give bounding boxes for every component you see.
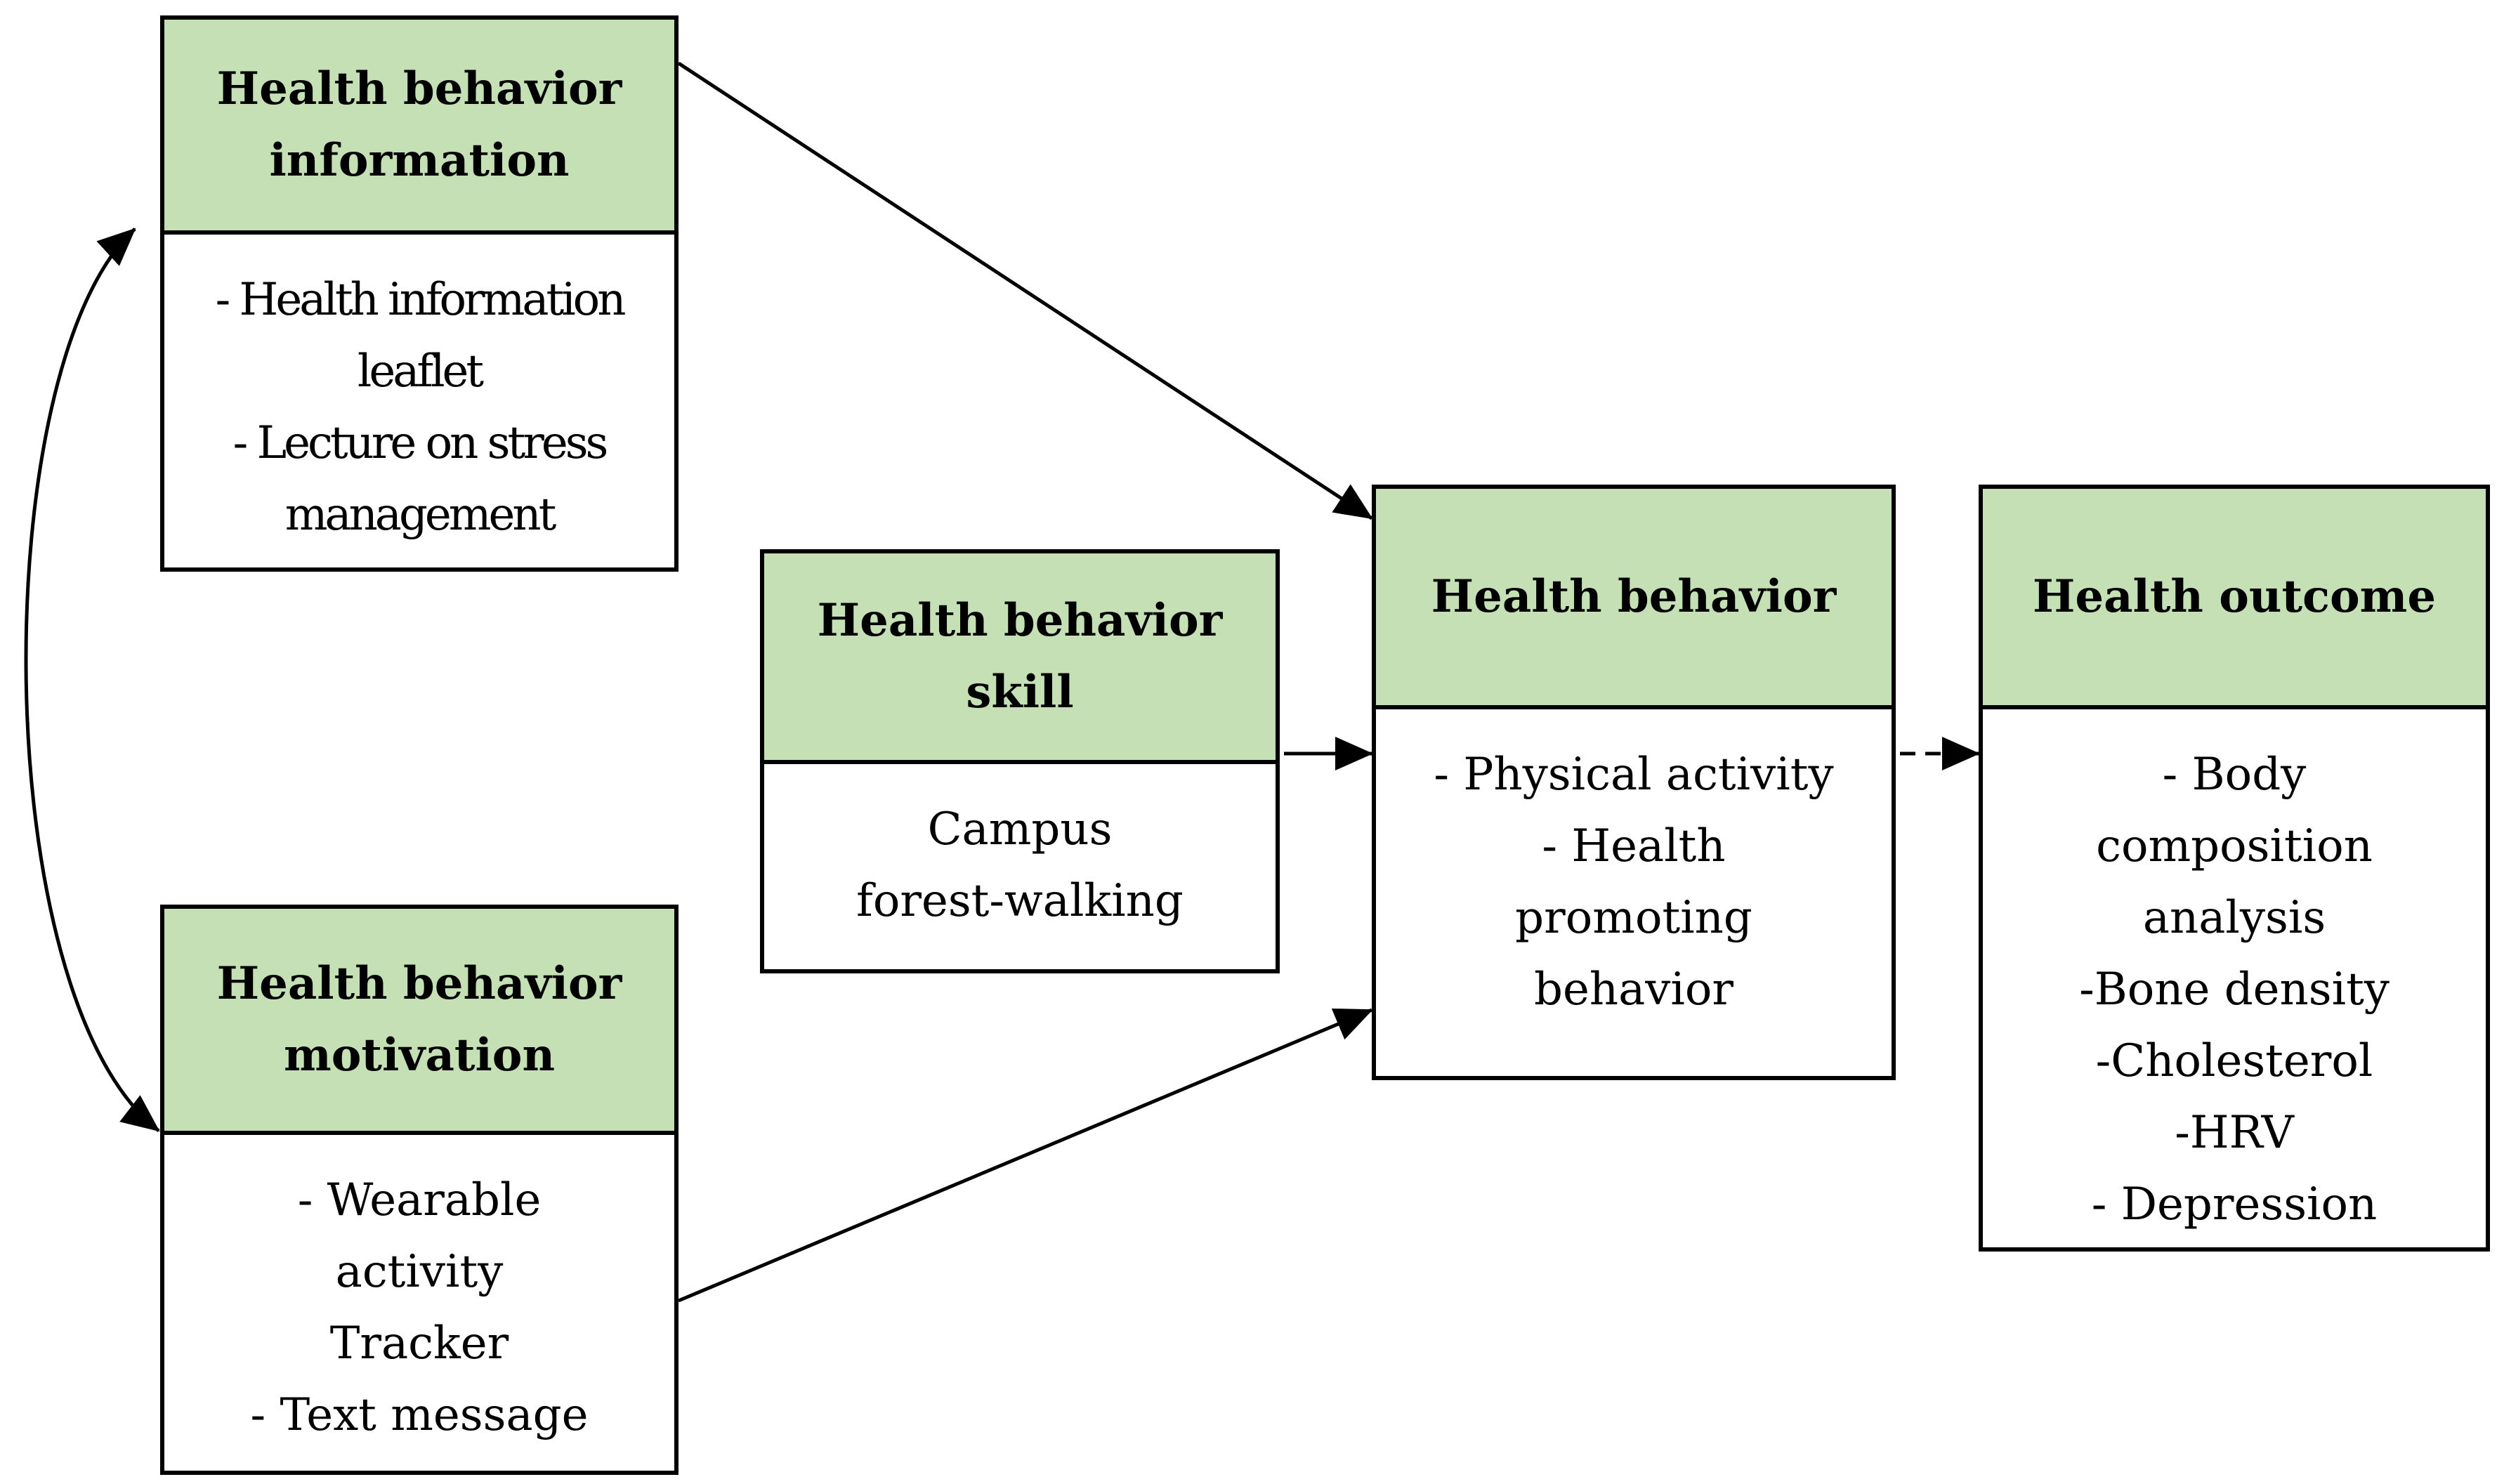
box-health-behavior: Health behavior - Physical activity - He… [1372,485,1896,1080]
box-item-line: - Physical activity [1434,749,1834,801]
box-health-behavior-skill: Health behavior skill Campus forest-walk… [760,549,1280,973]
box-item-line: - Health information [215,274,627,326]
box-health-outcome: Health outcome - Body composition analys… [1979,485,2490,1252]
box-item-line: - Wearable [297,1174,542,1226]
box-header: Health behavior motivation [164,909,674,1135]
box-item-line: Tracker [329,1318,509,1370]
box-item-line: management [284,489,557,541]
box-header: Health behavior [1376,489,1892,709]
box-body: - Health information leaflet - Lecture o… [164,235,674,567]
box-item-line: - Text message [250,1389,589,1441]
box-header: Health behavior skill [764,553,1276,764]
box-item-line: forest-walking [856,875,1184,927]
box-header: Health outcome [1983,489,2486,709]
box-item-line: behavior [1534,964,1733,1016]
box-item-line: Campus [927,803,1113,855]
arrow-information-motivation-bidirectional [24,228,160,1132]
box-body: - Physical activity - Health promoting b… [1376,709,1892,1076]
box-title-line: Health behavior [1431,570,1837,623]
box-item-line: - Depression [2091,1178,2378,1230]
box-item-line: -HRV [2175,1107,2294,1159]
box-item-line: - Body [2162,749,2307,801]
arrow-information-to-behavior [677,61,1373,520]
box-health-behavior-information: Health behavior information - Health inf… [160,15,679,572]
box-title-line: Health behavior [817,594,1223,647]
box-item-line: -Bone density [2079,964,2390,1016]
box-item-line: -Cholesterol [2095,1035,2373,1087]
box-title-line: Health behavior [216,957,622,1010]
box-health-behavior-motivation: Health behavior motivation - Wearable ac… [160,905,679,1475]
box-title-line: skill [966,666,1074,718]
box-item-line: analysis [2142,892,2326,944]
box-title-line: Health outcome [2032,570,2437,623]
box-item-line: - Health [1542,820,1726,872]
box-title-line: Health behavior [216,63,622,115]
box-body: - Body composition analysis -Bone densit… [1983,709,2486,1247]
box-item-line: leaflet [357,346,484,398]
box-title-line: information [269,134,570,187]
box-title-line: motivation [283,1029,556,1082]
box-header: Health behavior information [164,20,674,235]
box-item-line: composition [2096,820,2373,872]
box-body: - Wearable activity Tracker - Text messa… [164,1135,674,1471]
box-body: Campus forest-walking [764,764,1276,969]
box-item-line: promoting [1515,892,1752,944]
box-item-line: - Lecture on stress [232,417,609,469]
arrow-motivation-to-behavior [678,1008,1373,1303]
box-item-line: activity [335,1246,504,1298]
